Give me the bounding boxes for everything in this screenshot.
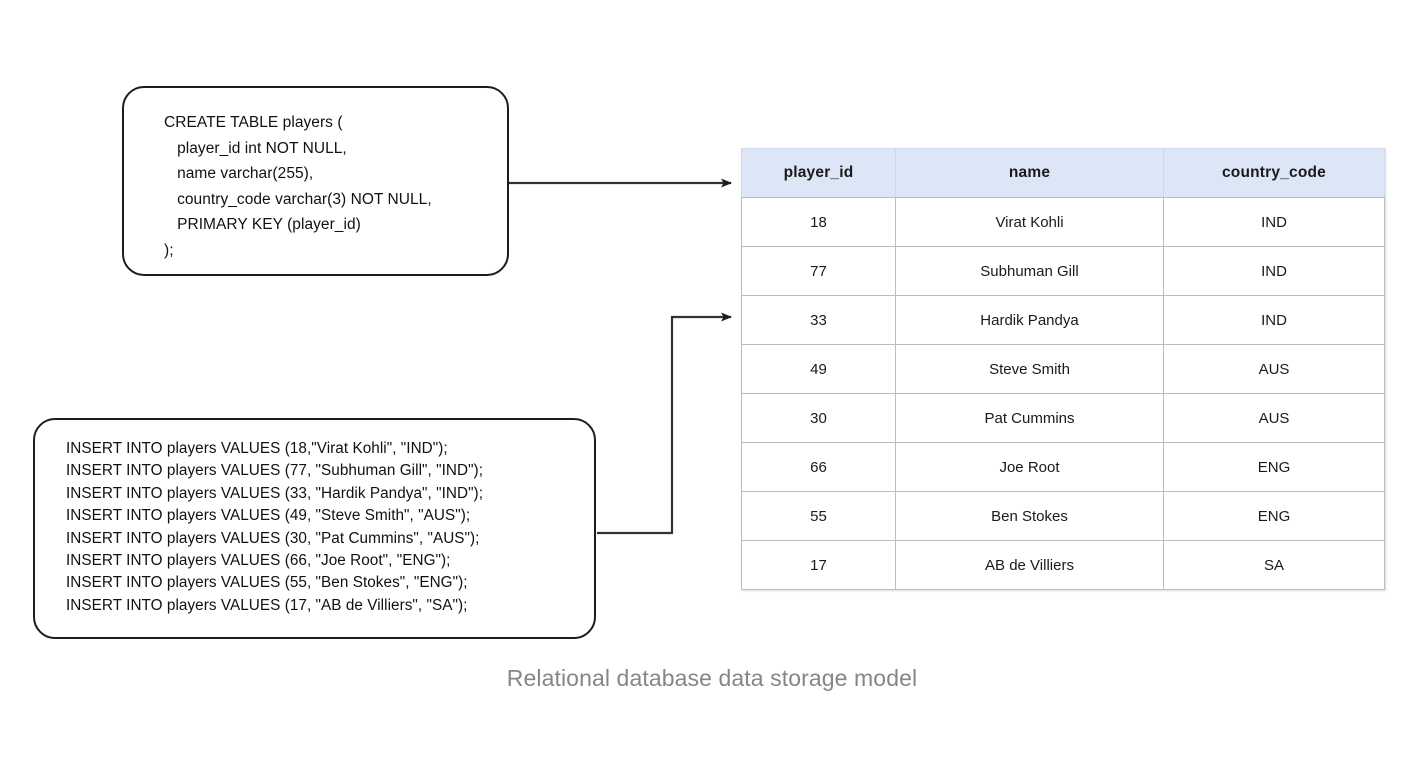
table-header: player_id name country_code (741, 148, 1385, 198)
create-table-line: country_code varchar(3) NOT NULL, (164, 190, 432, 208)
table-row: 18 Virat Kohli IND (741, 197, 1385, 247)
create-table-statement-box: CREATE TABLE players ( player_id int NOT… (122, 86, 509, 276)
create-table-line: CREATE TABLE players ( (164, 114, 343, 131)
cell-country-code: AUS (1163, 393, 1385, 443)
column-header-country-code: country_code (1163, 148, 1385, 198)
cell-name: Pat Cummins (895, 393, 1164, 443)
create-table-line: player_id int NOT NULL, (164, 139, 347, 157)
cell-player-id: 66 (741, 442, 896, 492)
cell-player-id: 55 (741, 491, 896, 541)
column-header-player-id: player_id (741, 148, 896, 198)
cell-name: Steve Smith (895, 344, 1164, 394)
table-row: 17 AB de Villiers SA (741, 540, 1385, 590)
table-row: 33 Hardik Pandya IND (741, 295, 1385, 345)
cell-country-code: ENG (1163, 491, 1385, 541)
insert-statement-line: INSERT INTO players VALUES (30, "Pat Cum… (66, 529, 480, 547)
players-table: player_id name country_code 18 Virat Koh… (741, 148, 1385, 590)
table-row: 66 Joe Root ENG (741, 442, 1385, 492)
inserts-to-rows-arrow (597, 312, 732, 535)
insert-statement-line: INSERT INTO players VALUES (18,"Virat Ko… (66, 440, 448, 457)
insert-statement-line: INSERT INTO players VALUES (33, "Hardik … (66, 484, 483, 502)
cell-country-code: IND (1163, 197, 1385, 247)
insert-statement-line: INSERT INTO players VALUES (66, "Joe Roo… (66, 552, 451, 570)
insert-statement-line: INSERT INTO players VALUES (17, "AB de V… (66, 596, 468, 614)
cell-name: Joe Root (895, 442, 1164, 492)
cell-country-code: IND (1163, 295, 1385, 345)
cell-name: Subhuman Gill (895, 246, 1164, 296)
cell-name: Virat Kohli (895, 197, 1164, 247)
create-table-line: ); (164, 241, 174, 259)
create-table-line: name varchar(255), (164, 165, 314, 182)
cell-name: Ben Stokes (895, 491, 1164, 541)
insert-statement-line: INSERT INTO players VALUES (77, "Subhuma… (66, 462, 483, 480)
column-header-name: name (895, 148, 1164, 198)
cell-player-id: 77 (741, 246, 896, 296)
cell-name: AB de Villiers (895, 540, 1164, 590)
insert-statement-line: INSERT INTO players VALUES (49, "Steve S… (66, 507, 471, 525)
create-table-line: PRIMARY KEY (player_id) (164, 216, 361, 233)
table-row: 49 Steve Smith AUS (741, 344, 1385, 394)
cell-country-code: SA (1163, 540, 1385, 590)
table-row: 55 Ben Stokes ENG (741, 491, 1385, 541)
figure-caption: Relational database data storage model (506, 665, 918, 691)
cell-player-id: 17 (741, 540, 896, 590)
cell-country-code: IND (1163, 246, 1385, 296)
table-header-row: player_id name country_code (741, 148, 1385, 198)
cell-name: Hardik Pandya (895, 295, 1164, 345)
cell-country-code: AUS (1163, 344, 1385, 394)
cell-player-id: 49 (741, 344, 896, 394)
table-body: 18 Virat Kohli IND 77 Subhuman Gill IND … (741, 197, 1385, 590)
cell-player-id: 18 (741, 197, 896, 247)
cell-country-code: ENG (1163, 442, 1385, 492)
insert-statements-box: INSERT INTO players VALUES (18,"Virat Ko… (33, 418, 596, 639)
cell-player-id: 30 (741, 393, 896, 443)
table-row: 30 Pat Cummins AUS (741, 393, 1385, 443)
table-row: 77 Subhuman Gill IND (741, 246, 1385, 296)
cell-player-id: 33 (741, 295, 896, 345)
insert-statement-line: INSERT INTO players VALUES (55, "Ben Sto… (66, 574, 468, 592)
